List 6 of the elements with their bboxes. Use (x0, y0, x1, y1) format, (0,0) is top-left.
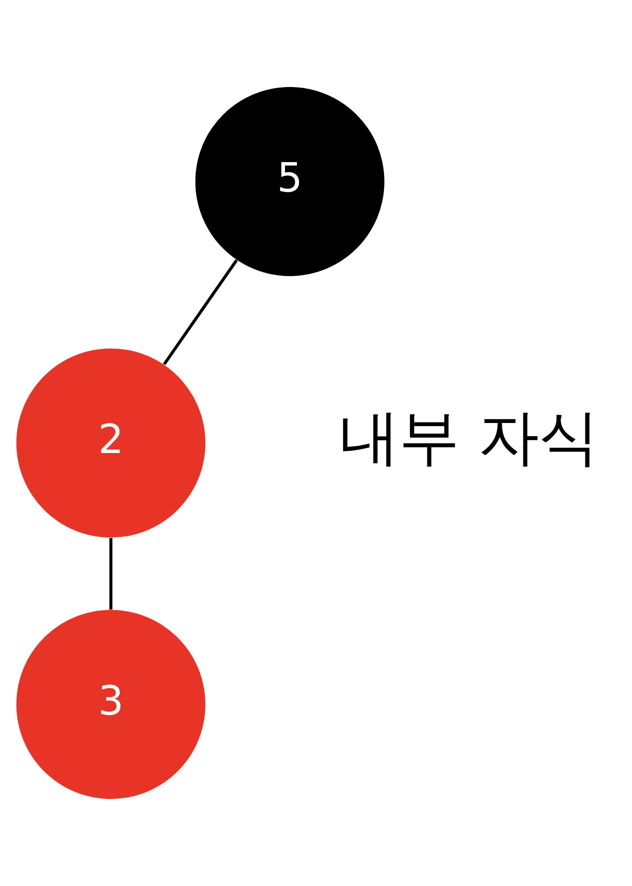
node-circle: 5 (195, 87, 384, 276)
connector (109, 538, 112, 610)
node-circle: 2 (16, 348, 206, 538)
node-circle: 3 (16, 610, 206, 799)
connector (162, 259, 238, 366)
label: 내부 자식 (339, 403, 598, 474)
